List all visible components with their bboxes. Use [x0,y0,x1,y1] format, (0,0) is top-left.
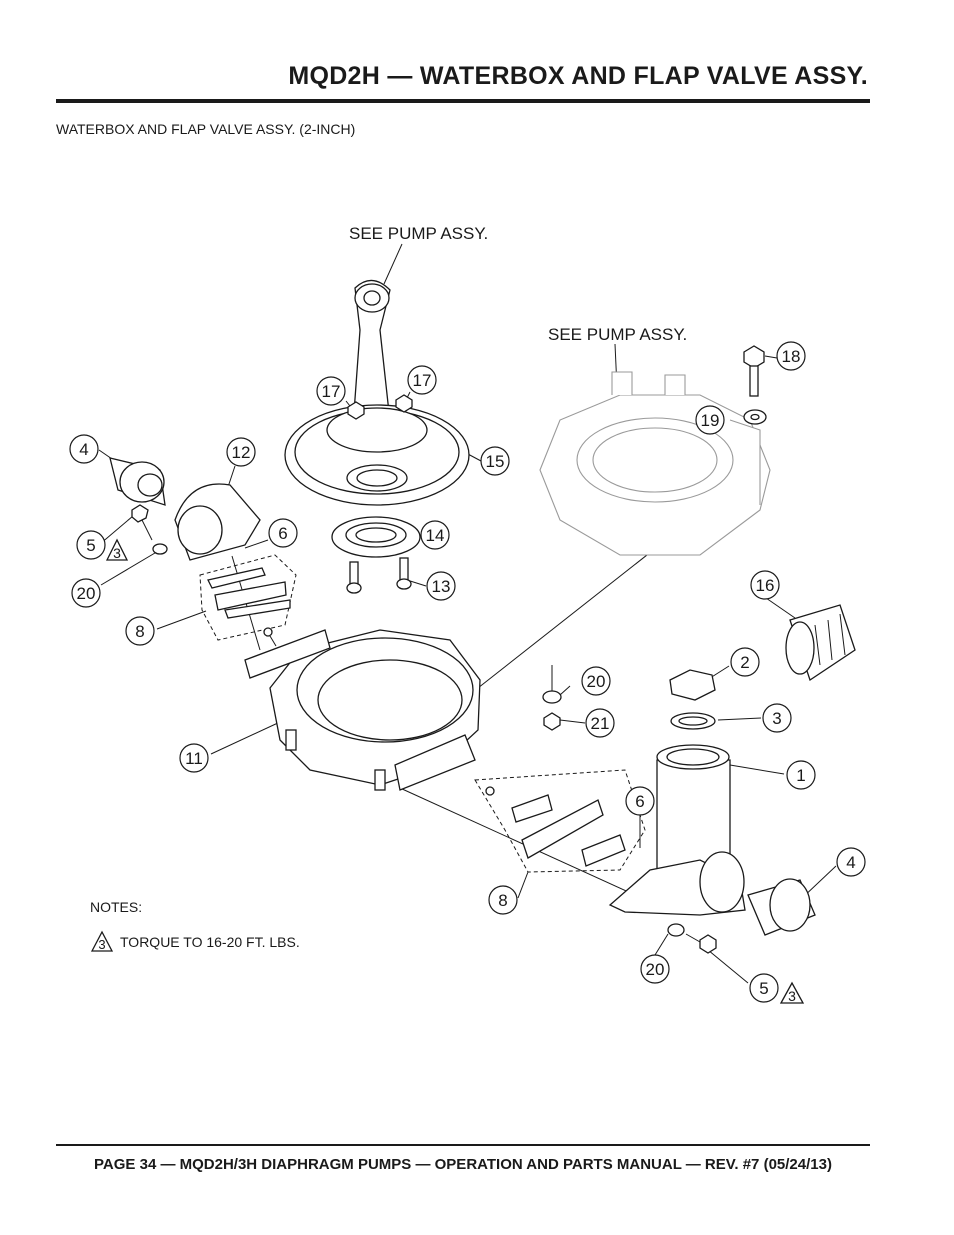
washer-right [667,923,685,937]
callout-6a: 6 [268,518,298,548]
diaphragm [284,404,470,506]
callout-18: 18 [776,341,806,371]
svg-text:18: 18 [782,347,801,366]
callout-11: 11 [179,743,209,773]
svg-text:3: 3 [788,988,796,1004]
torque-mark: 3 [779,981,805,1004]
discharge-tee [608,744,746,916]
notes-heading: NOTES: [90,899,142,915]
bolt-right [685,933,717,954]
diagram-subtitle: WATERBOX AND FLAP VALVE ASSY. (2-INCH) [56,121,356,137]
torque-mark: 3 [105,538,129,561]
callout-3: 3 [762,703,792,733]
callout-14: 14 [420,520,450,550]
callout-2: 2 [730,647,760,677]
pump-housing-ghost [539,371,771,556]
cap-nut [669,669,716,701]
see-pump-assy-label: SEE PUMP ASSY. [548,325,687,344]
svg-text:3: 3 [98,937,105,952]
svg-text:3: 3 [772,709,781,728]
connecting-rod [351,279,393,441]
hex-nut [347,394,413,420]
svg-text:4: 4 [846,853,855,872]
svg-text:13: 13 [432,577,451,596]
svg-text:5: 5 [86,536,95,555]
page-title: MQD2H — WATERBOX AND FLAP VALVE ASSY. [288,62,868,90]
svg-text:5: 5 [759,979,768,998]
diaphragm-plate [331,516,421,558]
svg-text:6: 6 [635,792,644,811]
svg-text:2: 2 [740,653,749,672]
svg-text:19: 19 [701,411,720,430]
washer-nut-center [542,690,562,731]
callout-19: 19 [695,405,725,435]
see-pump-assy-label: SEE PUMP ASSY. [349,224,488,243]
hex-bolt [743,345,765,397]
hose-barb-fitting [109,457,166,506]
svg-text:17: 17 [413,371,432,390]
svg-text:8: 8 [498,891,507,910]
callout-17a: 17 [316,376,346,406]
flap-valve-lower [474,769,646,873]
hose-barb-fitting-right [747,878,816,936]
callout-16: 16 [750,570,780,600]
callout-15: 15 [480,446,510,476]
waterbox-body [244,629,481,791]
callout-20b: 20 [581,666,611,696]
svg-text:3: 3 [113,545,121,561]
page-footer: PAGE 34 — MQD2H/3H DIAPHRAGM PUMPS — OPE… [94,1156,832,1173]
washer-left [152,543,168,555]
svg-text:12: 12 [232,443,251,462]
callout-20a: 20 [71,578,101,608]
notes-torque-mark: 3 [90,930,114,952]
svg-text:16: 16 [756,576,775,595]
bolt-left [131,504,153,541]
title-rule [56,99,870,103]
callout-12: 12 [226,437,256,467]
callout-6b: 6 [625,786,655,816]
callout-1: 1 [786,760,816,790]
callout-13: 13 [426,571,456,601]
callout-20c: 20 [640,954,670,984]
svg-text:20: 20 [77,584,96,603]
callout-8a: 8 [125,616,155,646]
elbow-fitting [174,483,261,561]
diaphragm-screws [346,557,412,594]
suction-strainer [785,604,856,682]
svg-text:20: 20 [646,960,665,979]
svg-text:4: 4 [79,440,88,459]
footer-rule [56,1144,870,1146]
svg-text:15: 15 [486,452,505,471]
svg-text:8: 8 [135,622,144,641]
svg-text:20: 20 [587,672,606,691]
svg-text:11: 11 [185,749,203,768]
callout-21: 21 [585,708,615,738]
callout-5b: 5 [749,973,779,1003]
svg-text:6: 6 [278,524,287,543]
notes-torque-text: TORQUE TO 16-20 FT. LBS. [120,934,300,950]
callout-17b: 17 [407,365,437,395]
svg-text:21: 21 [591,714,610,733]
callout-5a: 5 [76,530,106,560]
callout-4b: 4 [836,847,866,877]
svg-text:1: 1 [796,766,805,785]
flap-valve-upper [199,554,297,647]
washer [743,409,767,425]
gasket [670,712,716,730]
callout-8b: 8 [488,885,518,915]
svg-text:14: 14 [426,526,445,545]
svg-text:17: 17 [322,382,341,401]
callout-4a: 4 [69,434,99,464]
